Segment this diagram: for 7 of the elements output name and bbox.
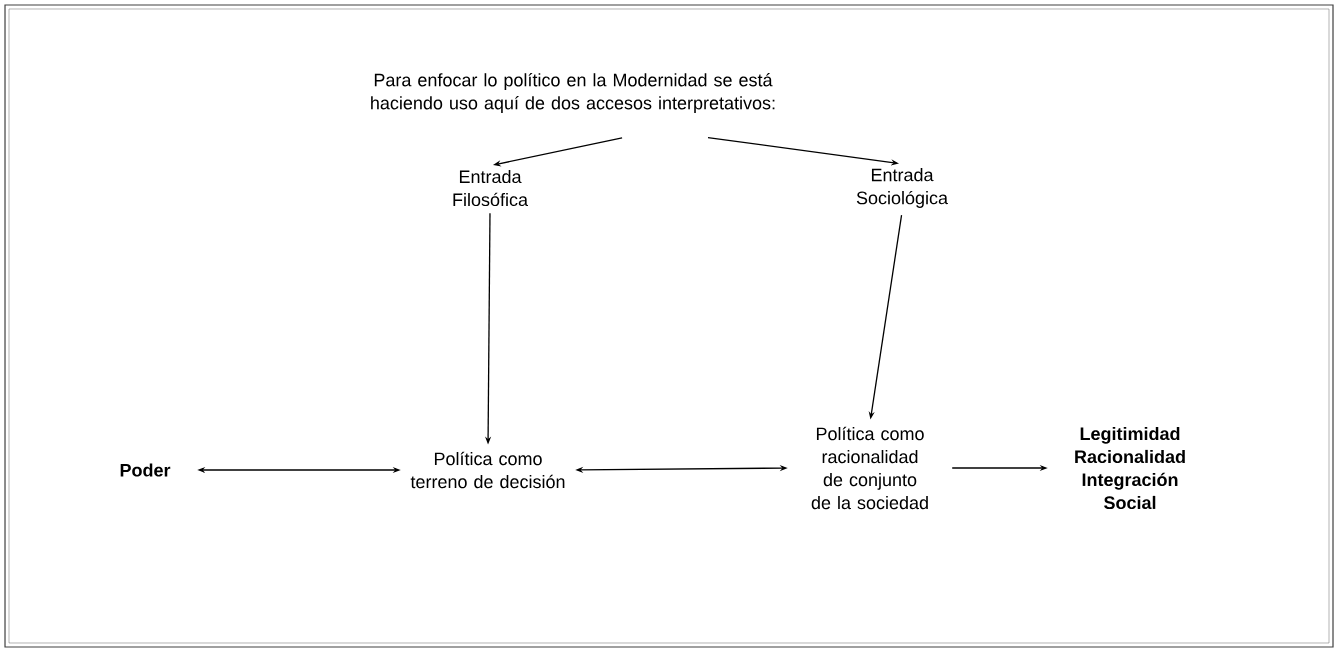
intro-text: Para enfocar lo político en la Modernidad se está haciendo uso aquí de dos accesos interpretativos: — [371, 73, 775, 113]
concept-label: Entrada Filosófica — [453, 169, 528, 207]
concept-label: Política como racionalidad de conjunto de la sociedad — [811, 426, 928, 510]
concept-label: Legitimidad Racionalidad Integración Social — [1075, 426, 1185, 510]
concept-label: Entrada Sociológica — [856, 168, 948, 208]
concept-label: Poder — [120, 463, 171, 477]
concept-label: Política como terreno de decisión — [410, 451, 565, 489]
